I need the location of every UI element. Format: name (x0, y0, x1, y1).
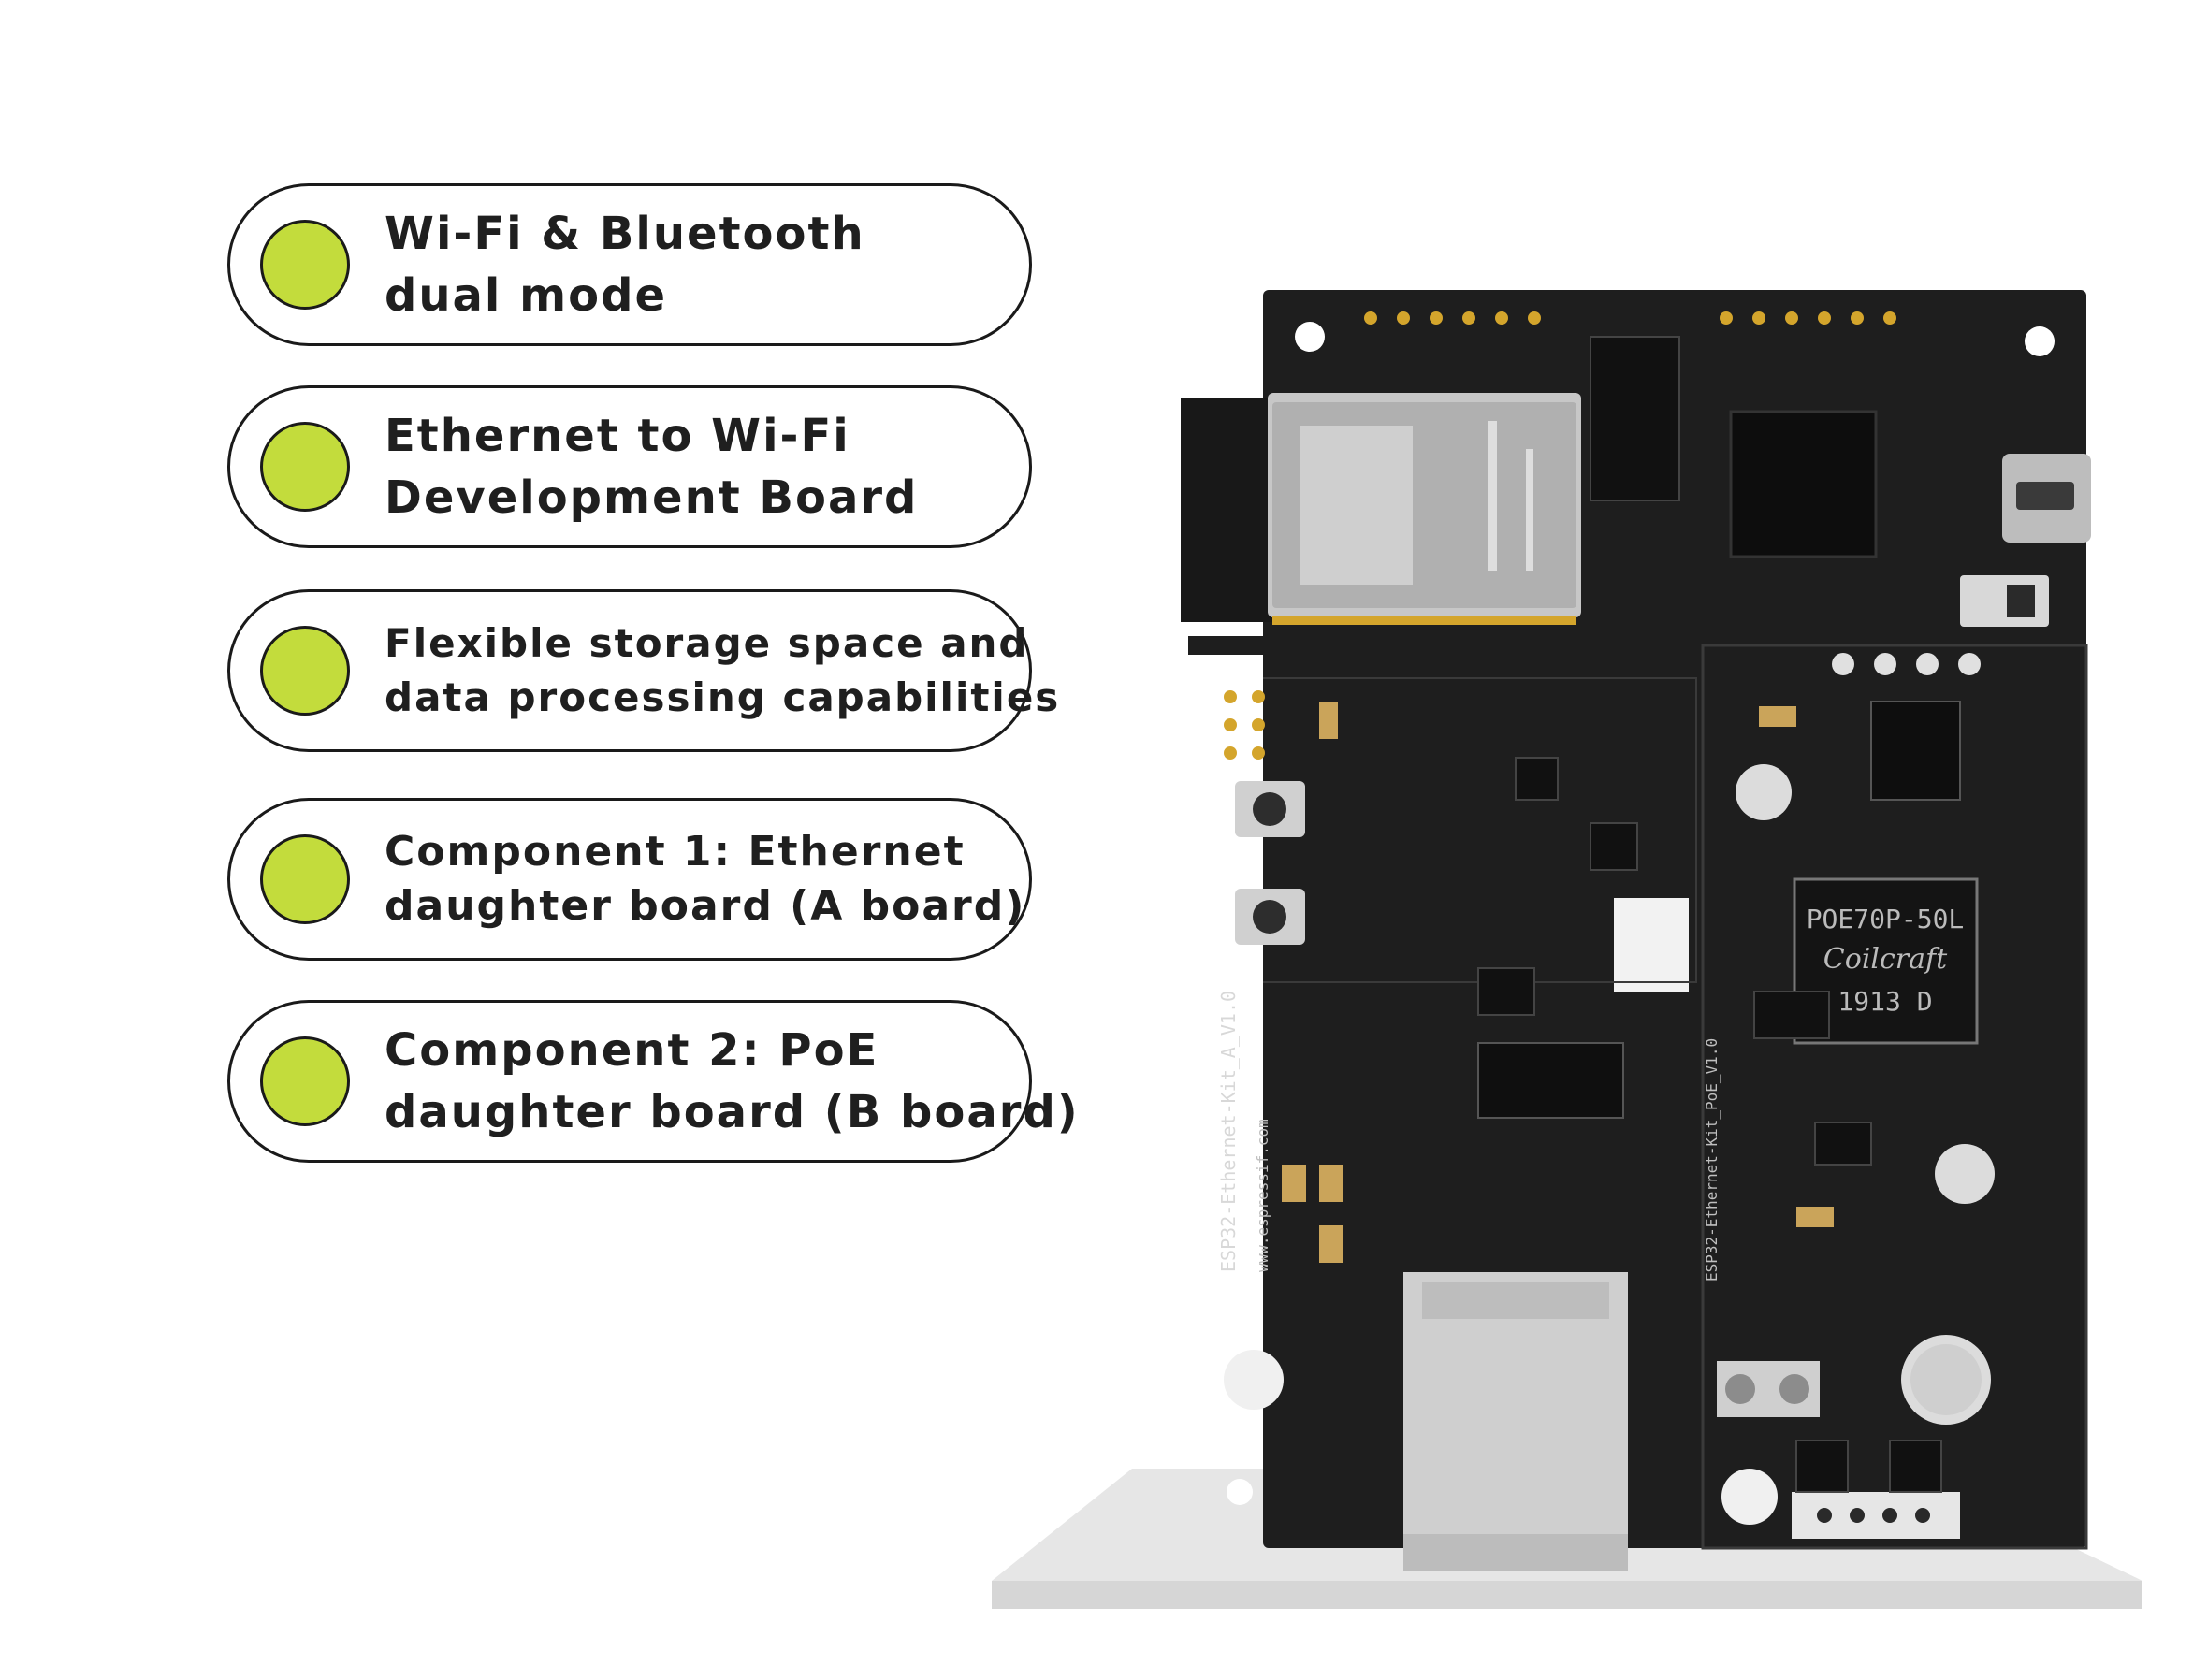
ic-chips (1477, 757, 1942, 1493)
rj45-jack (1403, 1272, 1628, 1571)
magnetics-chip (1477, 1042, 1624, 1119)
capacitor-top (1910, 1344, 1982, 1415)
mounting-hole (1295, 322, 1325, 352)
shield-highlight (1300, 426, 1413, 585)
product-photo-esp32-ethernet-kit: POE70P-50L Coilcraft 1913 D ESP32-Ethern… (992, 262, 2193, 1665)
module-castellations (1272, 616, 1576, 625)
green-dot-icon (260, 422, 350, 512)
regulator (1870, 701, 1961, 801)
inductor-brand: Coilcraft (1823, 943, 1948, 976)
feature-label: Flexible storage space and data processi… (385, 592, 1060, 749)
feature-line: Wi-Fi & Bluetooth (385, 208, 865, 260)
feature-pill-ethernet-wifi: Ethernet to Wi-Fi Development Board (227, 385, 1032, 548)
espressif-logo-icon (1224, 1350, 1284, 1410)
mounting-hole (2025, 326, 2055, 356)
feature-line: dual mode (385, 269, 667, 322)
feature-line: Flexible storage space and (385, 620, 1029, 666)
green-dot-icon (260, 1036, 350, 1126)
inductor-text: POE70P-50L (1807, 904, 1965, 934)
b-board-silkscreen: ESP32-Ethernet-Kit_PoE_V1.0 (1703, 1038, 1721, 1282)
right-header-pins (1832, 653, 1981, 675)
power-switch-knob (2007, 585, 2035, 617)
dip-switch (1590, 336, 1680, 501)
screw (1725, 1374, 1755, 1404)
capacitor (1736, 764, 1792, 820)
inductor-code: 1913 D (1837, 986, 1932, 1017)
poe-daughter-board-outline (1701, 644, 2088, 1550)
feature-line: data processing capabilities (385, 674, 1061, 720)
qr-sticker (1614, 898, 1689, 992)
feature-pill-wifi-bluetooth: Wi-Fi & Bluetooth dual mode (227, 183, 1032, 346)
mounting-hole (1227, 1479, 1253, 1505)
feature-label: Wi-Fi & Bluetooth dual mode (385, 186, 865, 343)
feature-line: Ethernet to Wi-Fi (385, 410, 850, 462)
board-silkscreen: ESP32-Ethernet-Kit_A_V1.0 (1217, 991, 1240, 1272)
feature-line: Component 2: PoE (385, 1024, 879, 1077)
green-dot-icon (260, 220, 350, 310)
header-pins (1364, 311, 1896, 325)
rj45-jack-top (1422, 1282, 1609, 1319)
jtag-pins (1224, 690, 1265, 760)
board-website: www.espressif.com (1254, 1119, 1271, 1272)
feature-pill-storage: Flexible storage space and data processi… (227, 589, 1058, 752)
display-stand-edge (992, 1581, 2142, 1609)
power-switch (1960, 575, 2049, 627)
pcb-illustration: POE70P-50L Coilcraft 1913 D ESP32-Ethern… (992, 290, 2142, 1609)
espressif-logo-icon (1721, 1469, 1778, 1525)
smd-components (1282, 702, 1834, 1263)
bottom-header-holes (1817, 1508, 1930, 1523)
button-cap (1253, 792, 1286, 826)
pcb-step (1188, 636, 1272, 655)
screw (1779, 1374, 1809, 1404)
feature-label: Component 2: PoE daughter board (B board… (385, 1003, 1080, 1160)
usb-bridge-chip (1729, 410, 1878, 558)
feature-list: Wi-Fi & Bluetooth dual mode Ethernet to … (0, 0, 1085, 1216)
capacitor (1935, 1144, 1995, 1204)
button-cap (1253, 900, 1286, 934)
feature-line: daughter board (A board) (385, 882, 1026, 930)
poe-transformer (1793, 877, 1979, 1045)
feature-pill-component-2: Component 2: PoE daughter board (B board… (227, 1000, 1078, 1163)
micro-usb-opening (2016, 482, 2074, 510)
feature-label: Component 1: Ethernet daughter board (A … (385, 801, 1025, 958)
feature-line: Development Board (385, 471, 919, 524)
feature-pill-component-1: Component 1: Ethernet daughter board (A … (227, 798, 1032, 961)
antenna-tab (1181, 398, 1284, 622)
feature-line: Component 1: Ethernet (385, 828, 966, 876)
feature-label: Ethernet to Wi-Fi Development Board (385, 388, 918, 545)
rj45-jack-bottom (1403, 1534, 1628, 1571)
green-dot-icon (260, 626, 350, 716)
green-dot-icon (260, 834, 350, 924)
feature-line: daughter board (B board) (385, 1086, 1080, 1138)
